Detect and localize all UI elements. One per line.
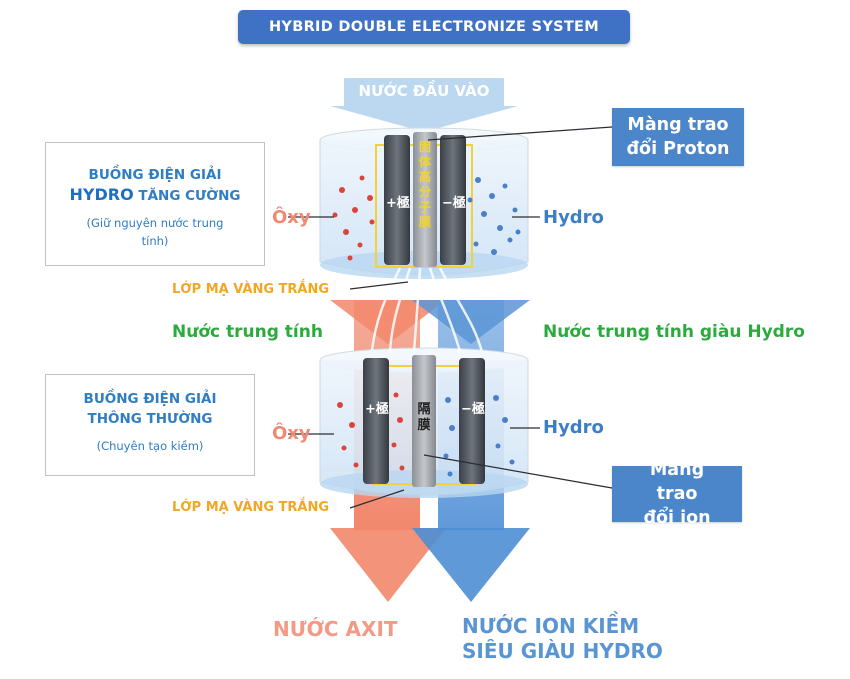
oxygen-bubbles-top: [332, 175, 375, 261]
bottom-cathode-label: −極: [461, 402, 485, 417]
chamber1-title-line1: BUỒNG ĐIỆN GIẢI: [88, 167, 222, 183]
chamber1-title-line2: HYDRO TĂNG CƯỜNG: [46, 185, 264, 206]
hydro-label-top: Hydro: [543, 207, 604, 228]
hydro-label-bottom: Hydro: [543, 417, 604, 438]
top-cathode-rod: [440, 135, 466, 265]
proton-membrane-label: Màng trao đổi Proton: [626, 115, 730, 159]
neutral-water-label: Nước trung tính: [172, 322, 323, 342]
proton-membrane-box: Màng trao đổi Proton: [612, 108, 744, 166]
oxygen-bubbles-bottom: [337, 392, 405, 471]
input-arrow: [330, 78, 518, 132]
top-cathode-label: −極: [442, 196, 466, 211]
chamber2-title-line1: BUỒNG ĐIỆN GIẢI: [83, 391, 217, 407]
top-membrane-label: 固体高分子膜: [418, 140, 431, 229]
top-anode-label: +極: [386, 196, 410, 211]
oxy-label-bottom: Ôxy: [272, 423, 311, 444]
bottom-membrane-rod: [412, 355, 436, 487]
system-title: HYBRID DOUBLE ELECTRONIZE SYSTEM: [238, 10, 630, 44]
bottom-anode-rod: [363, 358, 389, 484]
oxy-label-top: Ôxy: [272, 207, 311, 228]
chamber2-title-line2: THÔNG THƯỜNG: [87, 411, 213, 427]
neutral-hydro-water-label: Nước trung tính giàu Hydro: [543, 322, 805, 342]
chamber1-title-rest: TĂNG CƯỜNG: [133, 188, 241, 204]
plating-label-top: LỚP MẠ VÀNG TRẮNG: [172, 282, 330, 297]
chamber2-note: (Chuyên tạo kiềm): [96, 439, 204, 453]
chamber1-hydro-word: HYDRO: [69, 185, 134, 204]
flow-lines: [370, 267, 484, 353]
chamber2-box: BUỒNG ĐIỆN GIẢI THÔNG THƯỜNG (Chuyên tạo…: [45, 374, 255, 476]
top-anode-rod: [384, 135, 410, 265]
bottom-cathode-rod: [459, 358, 485, 484]
hydrogen-bubbles-top: [467, 177, 521, 255]
acid-water-label: NƯỚC AXIT: [273, 617, 398, 641]
alkaline-line1: NƯỚC ION KIỀM: [462, 614, 640, 638]
alkaline-water-label: NƯỚC ION KIỀM SIÊU GIÀU HYDRO: [462, 614, 663, 664]
alkaline-line2: SIÊU GIÀU HYDRO: [462, 639, 663, 663]
ion-membrane-box: Màng trao đổi ion: [612, 460, 742, 528]
input-water-label: NƯỚC ĐẦU VÀO: [358, 82, 490, 100]
top-membrane-rod: [413, 132, 437, 267]
hydrogen-bubbles-bottom: [443, 395, 515, 477]
bottom-membrane-label: 隔膜: [417, 402, 431, 433]
bottom-anode-label: +極: [365, 402, 389, 417]
chamber1-note: (Giữ nguyên nước trung tính): [86, 216, 224, 248]
plating-label-bottom: LỚP MẠ VÀNG TRẮNG: [172, 500, 330, 515]
pointer-lines: [288, 126, 613, 509]
ion-membrane-label: Màng trao đổi ion: [643, 460, 711, 528]
chamber1-box: BUỒNG ĐIỆN GIẢI HYDRO TĂNG CƯỜNG (Giữ ng…: [45, 142, 265, 266]
